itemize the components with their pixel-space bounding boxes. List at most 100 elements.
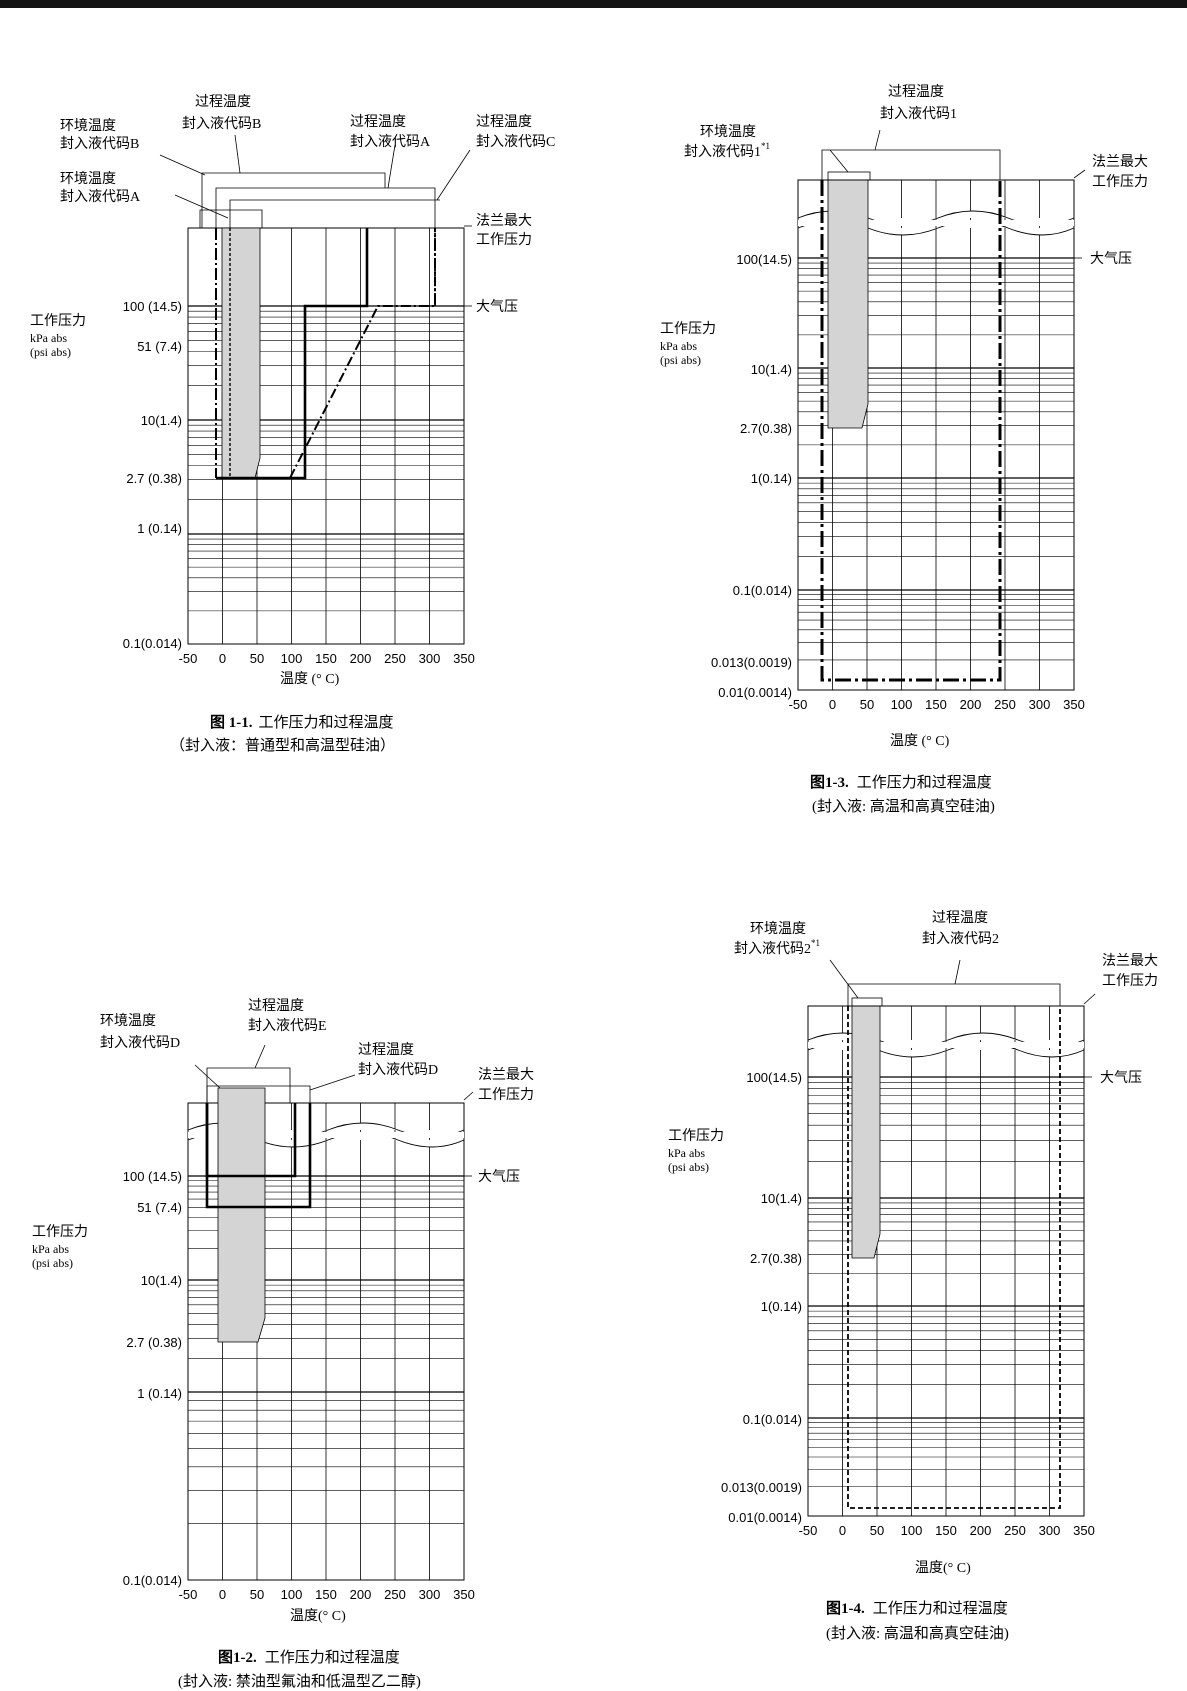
x-tick-label: -50 bbox=[789, 697, 808, 712]
x-tick-label: 300 bbox=[419, 1587, 441, 1602]
y-tick-label: 10(1.4) bbox=[141, 413, 182, 428]
x-tick-label: -50 bbox=[799, 1523, 818, 1538]
annotation-flange-max: 法兰最大工作压力 bbox=[1102, 953, 1158, 989]
x-axis-label: 温度 (° C) bbox=[890, 733, 950, 749]
annotation-process-e: 过程温度封入液代码E bbox=[248, 998, 327, 1034]
caption-subtitle: (封入液: 高温和高真空硅油) bbox=[826, 1624, 1009, 1642]
annotation-process-d: 过程温度封入液代码D bbox=[358, 1042, 438, 1078]
y-tick-labels: 100(14.5) 10(1.4) 2.7(0.38) 1(0.14) 0.1(… bbox=[721, 1070, 802, 1525]
annotation-ambient-1: 环境温度封入液代码1*1 bbox=[684, 124, 770, 160]
x-tick-label: 250 bbox=[384, 1587, 406, 1602]
x-axis-label: 温度(° C) bbox=[290, 1608, 346, 1624]
annotation-ambient-b: 环境温度封入液代码B bbox=[60, 118, 139, 152]
x-tick-label: 100 bbox=[901, 1523, 923, 1538]
x-tick-label: 200 bbox=[970, 1523, 992, 1538]
x-tick-label: 50 bbox=[250, 651, 264, 666]
x-tick-label: 350 bbox=[1073, 1523, 1095, 1538]
bracket-process-a bbox=[215, 187, 436, 228]
annotation-flange-max: 法兰最大工作压力 bbox=[478, 1067, 534, 1103]
x-tick-label: 50 bbox=[860, 697, 874, 712]
x-tick-label: 300 bbox=[419, 651, 441, 666]
y-tick-label: 0.1(0.014) bbox=[123, 1573, 182, 1588]
series-code-1 bbox=[820, 180, 1002, 682]
y-tick-label: 0.01(0.0014) bbox=[718, 685, 792, 700]
bracket-process-d bbox=[206, 1085, 311, 1103]
x-tick-label: 0 bbox=[829, 697, 836, 712]
annotation-atmospheric: 大气压 bbox=[1100, 1070, 1142, 1086]
x-tick-label: 50 bbox=[870, 1523, 884, 1538]
y-tick-labels: 100 (14.5) 51 (7.4) 10(1.4) 2.7 (0.38) 1… bbox=[123, 299, 182, 651]
series-code-2 bbox=[847, 1006, 1061, 1509]
bracket-process-b bbox=[201, 172, 386, 228]
x-tick-label: 100 bbox=[281, 651, 303, 666]
annotation-atmospheric: 大气压 bbox=[476, 299, 518, 315]
x-tick-label: 300 bbox=[1039, 1523, 1061, 1538]
ambient-temperature-band bbox=[851, 1005, 881, 1259]
y-tick-label: 0.013(0.0019) bbox=[711, 655, 792, 670]
x-tick-label: 0 bbox=[839, 1523, 846, 1538]
bracket-process-c bbox=[229, 199, 440, 228]
x-tick-label: 150 bbox=[925, 697, 947, 712]
y-tick-label: 2.7 (0.38) bbox=[126, 1335, 182, 1350]
x-tick-label: 0 bbox=[219, 651, 226, 666]
x-tick-label: 150 bbox=[315, 651, 337, 666]
y-tick-label: 0.01(0.0014) bbox=[728, 1510, 802, 1525]
series-code-d bbox=[205, 1103, 312, 1209]
x-tick-label: 100 bbox=[281, 1587, 303, 1602]
y-tick-label: 1 (0.14) bbox=[137, 1386, 182, 1401]
caption-title: 图1-2.工作压力和过程温度 bbox=[218, 1649, 400, 1666]
x-tick-label: 350 bbox=[453, 651, 475, 666]
annotation-flange-max: 法兰最大工作压力 bbox=[476, 213, 532, 248]
y-tick-label: 0.013(0.0019) bbox=[721, 1480, 802, 1495]
y-tick-label: 1 (0.14) bbox=[137, 521, 182, 536]
y-tick-label: 10(1.4) bbox=[141, 1273, 182, 1288]
annotation-atmospheric: 大气压 bbox=[478, 1169, 520, 1185]
y-tick-label: 0.1(0.014) bbox=[743, 1412, 802, 1427]
x-tick-label: 50 bbox=[250, 1587, 264, 1602]
x-tick-label: 250 bbox=[384, 651, 406, 666]
y-tick-labels: 100 (14.5) 51 (7.4) 10(1.4) 2.7 (0.38) 1… bbox=[123, 1169, 182, 1588]
x-tick-label: -50 bbox=[179, 651, 198, 666]
x-tick-label: 150 bbox=[935, 1523, 957, 1538]
y-tick-label: 51 (7.4) bbox=[137, 1200, 182, 1215]
bracket-process-2 bbox=[847, 983, 1061, 1006]
caption-title: 图 1-1.工作压力和过程温度 bbox=[210, 714, 394, 731]
annotation-ambient-d: 环境温度封入液代码D bbox=[100, 1013, 180, 1051]
caption-subtitle: (封入液: 高温和高真空硅油) bbox=[812, 797, 995, 815]
y-tick-label: 0.1(0.014) bbox=[733, 583, 792, 598]
caption-title: 图1-3.工作压力和过程温度 bbox=[810, 774, 992, 791]
annotation-process-2: 过程温度封入液代码2 bbox=[922, 910, 999, 947]
x-axis-label: 温度 (° C) bbox=[280, 671, 340, 687]
ambient-temperature-band bbox=[217, 1087, 266, 1343]
y-tick-label: 100(14.5) bbox=[746, 1070, 802, 1085]
x-tick-label: 350 bbox=[1063, 697, 1085, 712]
y-tick-label: 2.7(0.38) bbox=[740, 421, 792, 436]
x-tick-label: 100 bbox=[891, 697, 913, 712]
y-tick-label: 100 (14.5) bbox=[123, 299, 182, 314]
annotation-ambient-a: 环境温度封入液代码A bbox=[60, 171, 141, 205]
page-top-bar bbox=[0, 0, 1187, 8]
x-tick-label: 200 bbox=[350, 651, 372, 666]
y-tick-label: 0.1(0.014) bbox=[123, 636, 182, 651]
caption-subtitle: （封入液：普通型和高温型硅油） bbox=[170, 737, 395, 754]
x-tick-label: 150 bbox=[315, 1587, 337, 1602]
annotation-process-1: 过程温度封入液代码1 bbox=[880, 84, 957, 122]
y-tick-label: 100(14.5) bbox=[736, 252, 792, 267]
y-tick-label: 100 (14.5) bbox=[123, 1169, 182, 1184]
y-tick-label: 51 (7.4) bbox=[137, 339, 182, 354]
x-tick-label: 300 bbox=[1029, 697, 1051, 712]
ambient-temperature-band bbox=[221, 227, 261, 479]
annotation-ambient-2: 环境温度封入液代码2*1 bbox=[734, 921, 820, 957]
y-tick-label: 2.7 (0.38) bbox=[126, 471, 182, 486]
bracket-ambient bbox=[199, 209, 263, 228]
y-tick-label: 10(1.4) bbox=[751, 362, 792, 377]
x-tick-label: 200 bbox=[960, 697, 982, 712]
bracket-process-1 bbox=[821, 149, 1001, 180]
